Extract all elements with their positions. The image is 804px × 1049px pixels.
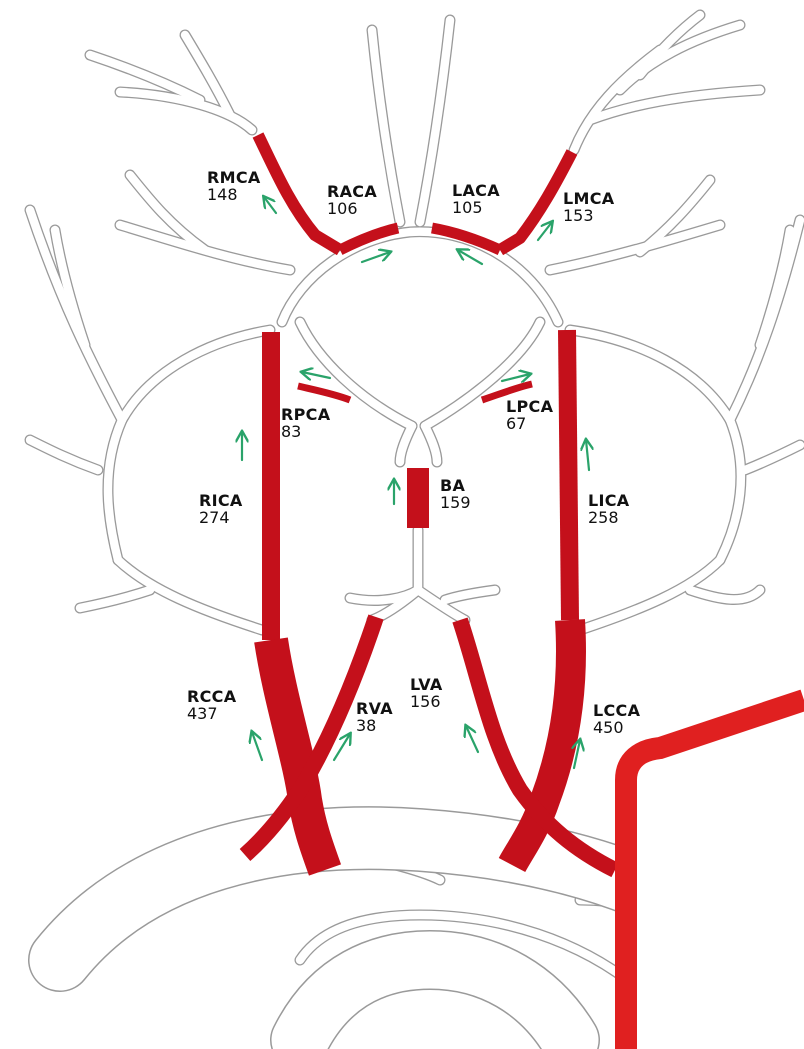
vessel-name: LVA — [410, 676, 443, 693]
label-rcca: RCCA 437 — [187, 688, 236, 722]
vessel-value: 83 — [281, 423, 330, 440]
vessel-name: RMCA — [207, 169, 261, 186]
vessel-value: 258 — [588, 509, 629, 526]
arrow-icon — [458, 250, 482, 264]
vessel-value: 153 — [563, 207, 614, 224]
vessel-value: 450 — [593, 719, 640, 736]
vessel-name: LACA — [452, 182, 500, 199]
vessel-name: BA — [440, 477, 471, 494]
label-lmca: LMCA 153 — [563, 190, 614, 224]
arrow-icon — [362, 252, 390, 262]
laca-vessel — [432, 228, 500, 250]
label-lica: LICA 258 — [588, 492, 629, 526]
vessel-name: RACA — [327, 183, 377, 200]
label-lpca: LPCA 67 — [506, 398, 553, 432]
label-lva: LVA 156 — [410, 676, 443, 710]
label-lcca: LCCA 450 — [593, 702, 640, 736]
label-rmca: RMCA 148 — [207, 169, 261, 203]
corner-accent — [626, 700, 804, 1049]
vessel-name: RPCA — [281, 406, 330, 423]
label-rva: RVA 38 — [356, 700, 393, 734]
vessel-name: RVA — [356, 700, 393, 717]
arrow-icon — [502, 374, 530, 381]
vessel-value: 437 — [187, 705, 236, 722]
vessel-name: LPCA — [506, 398, 553, 415]
lica-vessel — [567, 330, 570, 620]
highlighted-vessels — [245, 135, 615, 870]
rpca-vessel — [298, 386, 350, 400]
arrow-icon — [264, 197, 276, 213]
vessel-value: 156 — [410, 693, 443, 710]
arrow-icon — [302, 372, 330, 378]
vessel-value: 67 — [506, 415, 553, 432]
label-rpca: RPCA 83 — [281, 406, 330, 440]
arrow-icon — [252, 732, 262, 760]
vessel-value: 274 — [199, 509, 243, 526]
label-ba: BA 159 — [440, 477, 471, 511]
arrow-icon — [466, 726, 478, 752]
vessel-name: LICA — [588, 492, 629, 509]
label-raca: RACA 106 — [327, 183, 377, 217]
arrow-icon — [538, 222, 552, 240]
label-rica: RICA 274 — [199, 492, 243, 526]
vessel-value: 106 — [327, 200, 377, 217]
vessel-value: 105 — [452, 199, 500, 216]
lmca-vessel — [500, 152, 572, 250]
vessel-name: RCCA — [187, 688, 236, 705]
vessel-name: RICA — [199, 492, 243, 509]
label-laca: LACA 105 — [452, 182, 500, 216]
vessel-value: 38 — [356, 717, 393, 734]
vessel-value: 148 — [207, 186, 261, 203]
vessel-name: LCCA — [593, 702, 640, 719]
arrow-icon — [586, 440, 589, 470]
vessel-name: LMCA — [563, 190, 614, 207]
vessel-value: 159 — [440, 494, 471, 511]
